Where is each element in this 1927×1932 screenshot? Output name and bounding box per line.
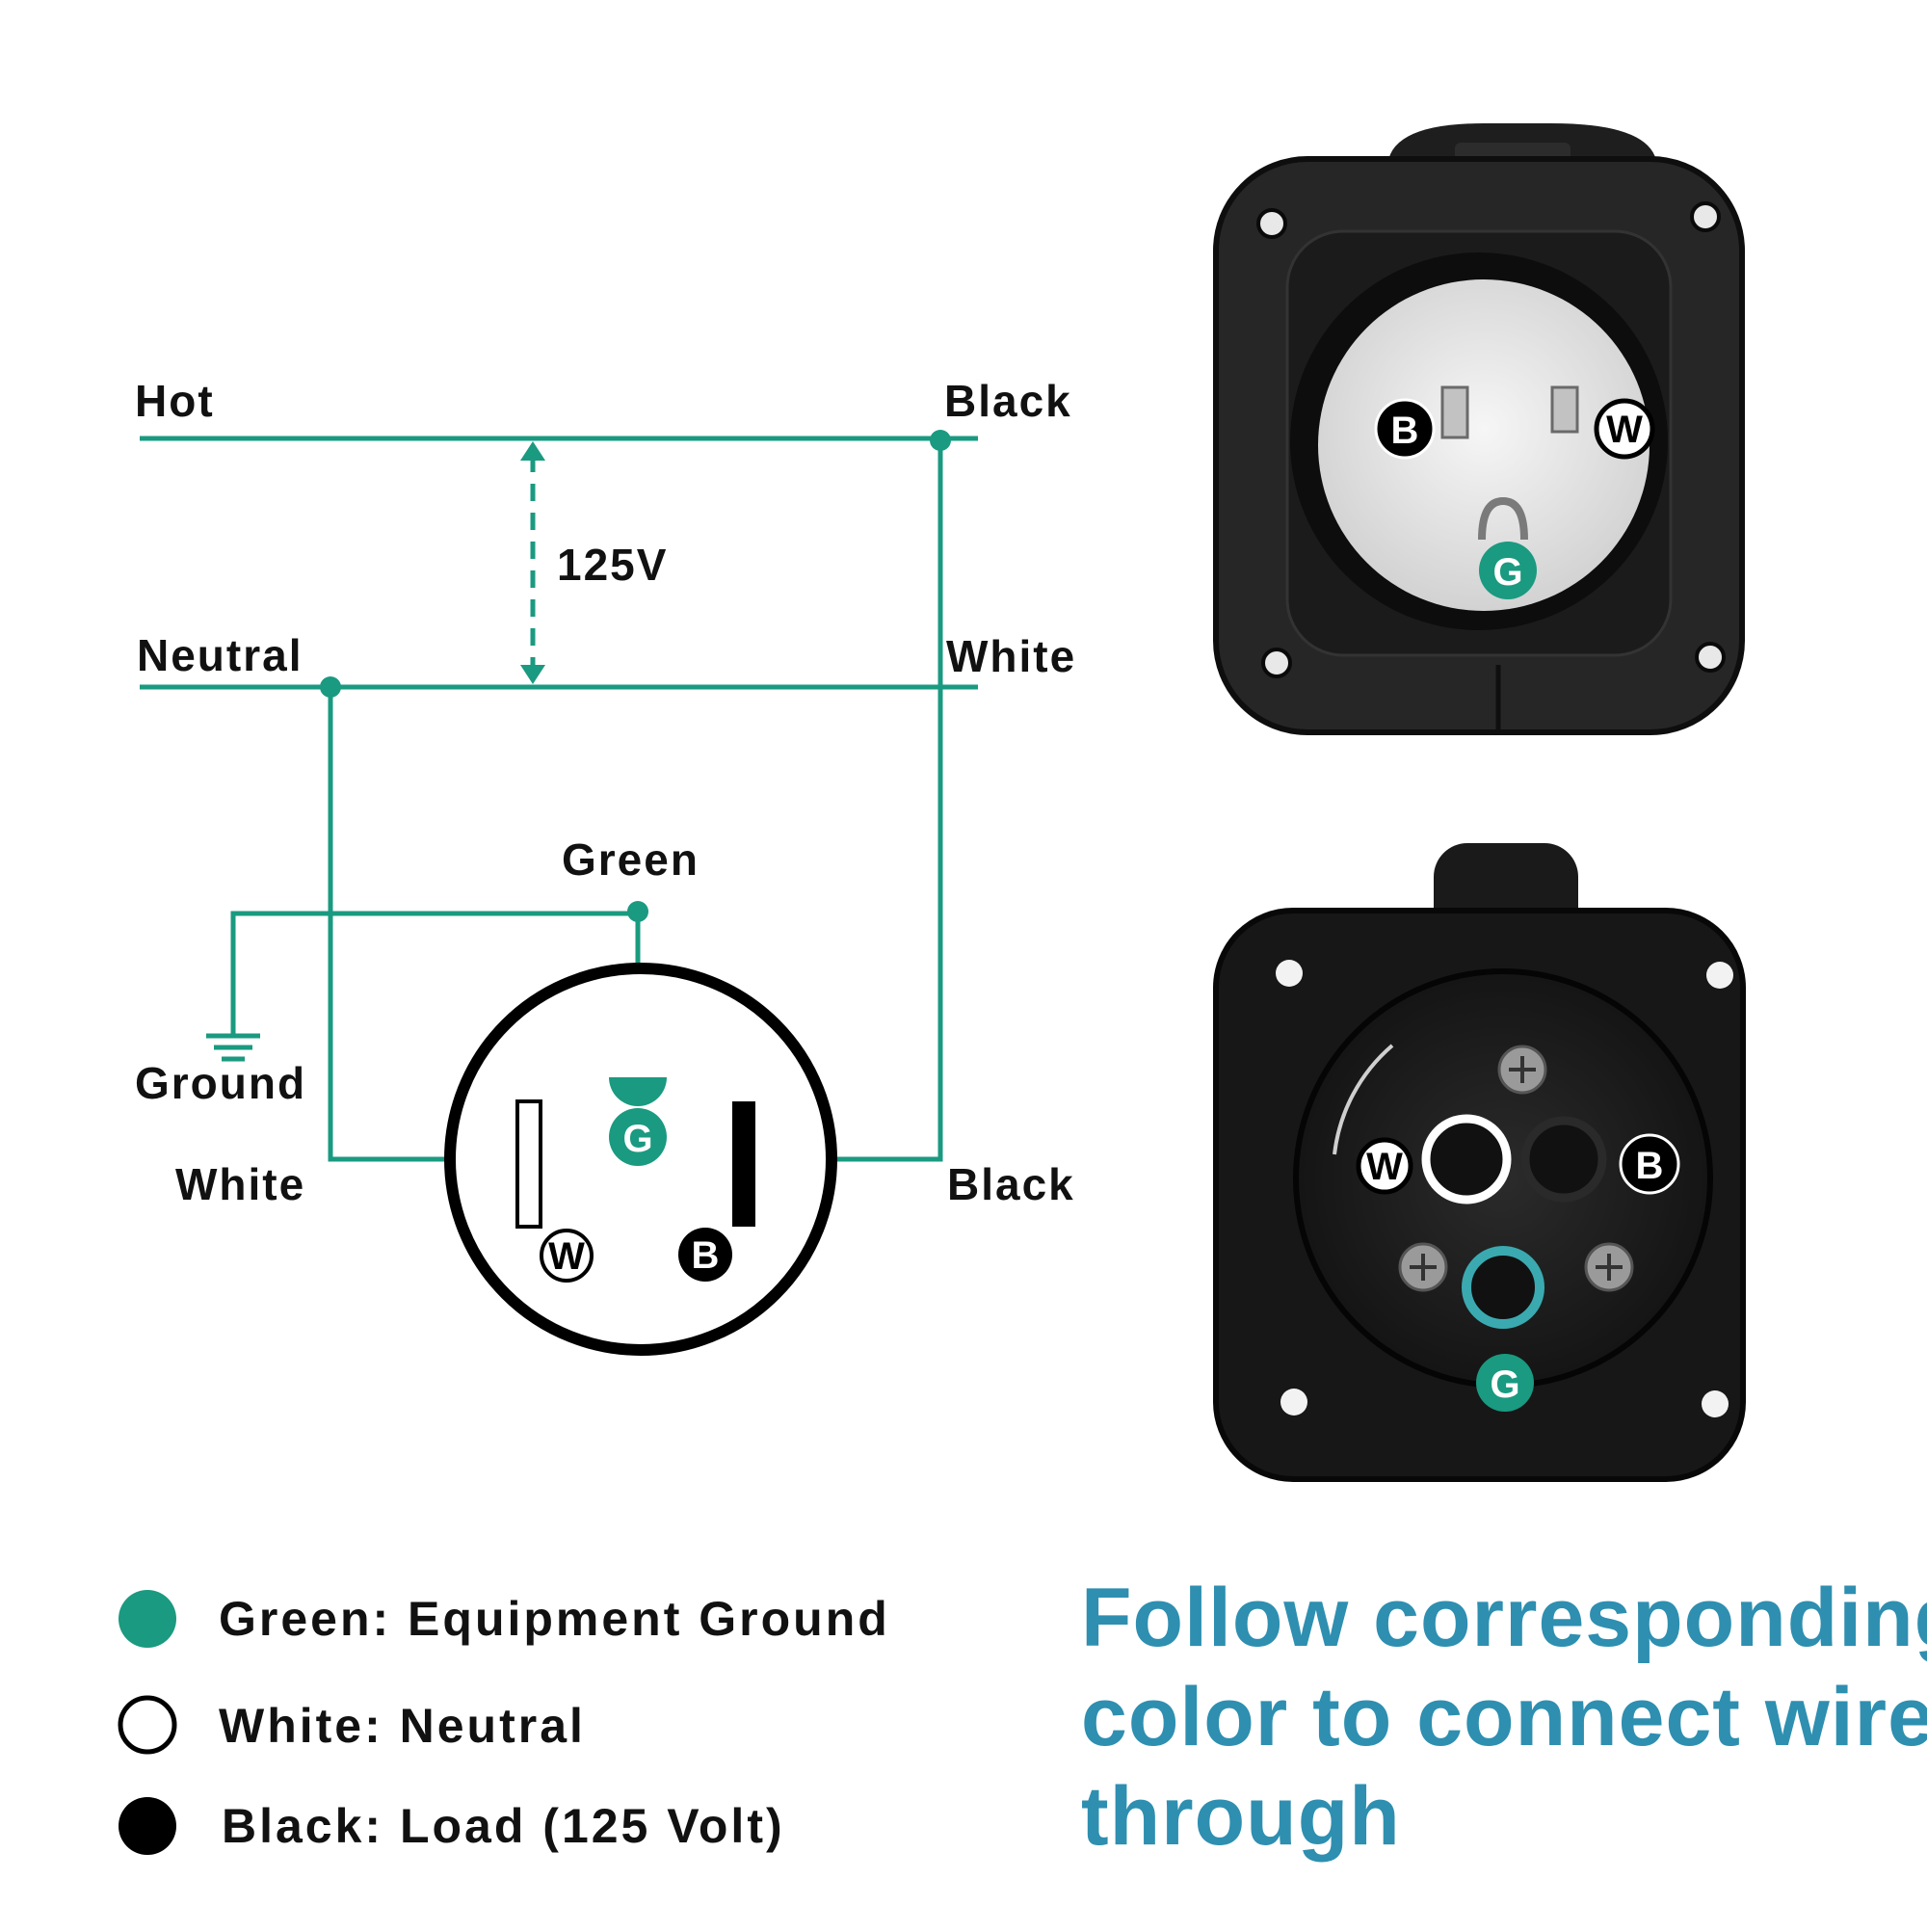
- instruction-headline: Follow corresponding color to connect wi…: [1081, 1569, 1927, 1866]
- neutral-blade: [515, 1099, 542, 1229]
- black-top-label: Black: [944, 376, 1072, 426]
- badge-b-symbol-text: B: [692, 1234, 720, 1277]
- screw-icon: [1398, 1242, 1448, 1292]
- junction-dot-hot: [930, 430, 951, 451]
- voltage-label: 125V: [557, 540, 668, 590]
- badge-w-front: [1594, 398, 1655, 460]
- mount-hole: [1261, 648, 1292, 678]
- badge-w-symbol-text: W: [548, 1235, 585, 1278]
- neutral-label: Neutral: [137, 630, 303, 680]
- legend-white-text: White: Neutral: [219, 1699, 586, 1753]
- hot-blade: [732, 1101, 755, 1227]
- hot-label: Hot: [135, 376, 215, 426]
- junction-dot-green: [627, 901, 648, 922]
- legend-white-dot: [118, 1695, 177, 1755]
- badge-b-rear: [1619, 1133, 1680, 1195]
- screw-icon: [1584, 1242, 1634, 1292]
- legend: Green: Equipment Ground White: Neutral B…: [118, 1590, 890, 1855]
- legend-green-text: Green: Equipment Ground: [219, 1592, 890, 1646]
- ground-terminal: [1462, 1246, 1544, 1329]
- screw-icon: [1497, 1045, 1547, 1095]
- badge-g-symbol-text: G: [622, 1118, 652, 1160]
- badge-g-front-text: G: [1492, 551, 1522, 594]
- green-label: Green: [562, 834, 700, 885]
- headline-line-1: Follow corresponding: [1081, 1572, 1927, 1664]
- mount-hole: [1702, 1390, 1729, 1417]
- black-bottom-label: Black: [947, 1159, 1075, 1209]
- badge-g-rear-text: G: [1490, 1363, 1519, 1406]
- arrow-head-down: [520, 665, 545, 684]
- badge-b-front-text: B: [1391, 410, 1419, 452]
- junction-dot-neutral: [320, 676, 341, 698]
- badge-b-symbol: [678, 1228, 732, 1282]
- mount-hole: [1276, 960, 1303, 987]
- badge-g-front: [1479, 542, 1537, 599]
- legend-black-text: Black: Load (125 Volt): [222, 1799, 785, 1853]
- legend-green-dot: [119, 1590, 176, 1648]
- badge-w-front-text: W: [1606, 409, 1643, 451]
- white-right-label: White: [946, 631, 1076, 681]
- badge-w-rear: [1356, 1137, 1413, 1195]
- mount-hole: [1706, 962, 1733, 989]
- badge-w-symbol: [540, 1229, 594, 1283]
- badge-b-front: [1374, 398, 1436, 460]
- mount-hole: [1690, 201, 1721, 232]
- neutral-terminal: [1421, 1114, 1512, 1204]
- badge-g-rear: [1476, 1354, 1534, 1412]
- badge-w-rear-text: W: [1366, 1146, 1403, 1188]
- ground-label: Ground: [135, 1058, 306, 1108]
- mount-hole: [1695, 642, 1726, 673]
- mount-hole: [1280, 1389, 1307, 1416]
- badge-b-rear-text: B: [1636, 1145, 1664, 1187]
- legend-black-dot: [119, 1797, 176, 1855]
- green-wire: [230, 911, 638, 1036]
- ground-pin: [609, 1077, 667, 1106]
- hot-terminal: [1520, 1116, 1607, 1203]
- white-bottom-label: White: [175, 1159, 305, 1209]
- inlet-rear-view: W B G: [1213, 843, 1746, 1482]
- hot-slot: [1440, 385, 1469, 439]
- headline-line-3: through: [1081, 1770, 1401, 1863]
- mount-hole: [1256, 208, 1287, 239]
- plug-face-symbol: G W B: [444, 963, 837, 1356]
- arrow-head-up: [520, 441, 545, 461]
- badge-g-symbol: [609, 1108, 667, 1166]
- inlet-front-view: B W G: [1213, 123, 1745, 735]
- headline-line-2: color to connect wire: [1081, 1671, 1927, 1763]
- neutral-slot: [1550, 385, 1579, 434]
- ground-icon: [206, 1033, 260, 1062]
